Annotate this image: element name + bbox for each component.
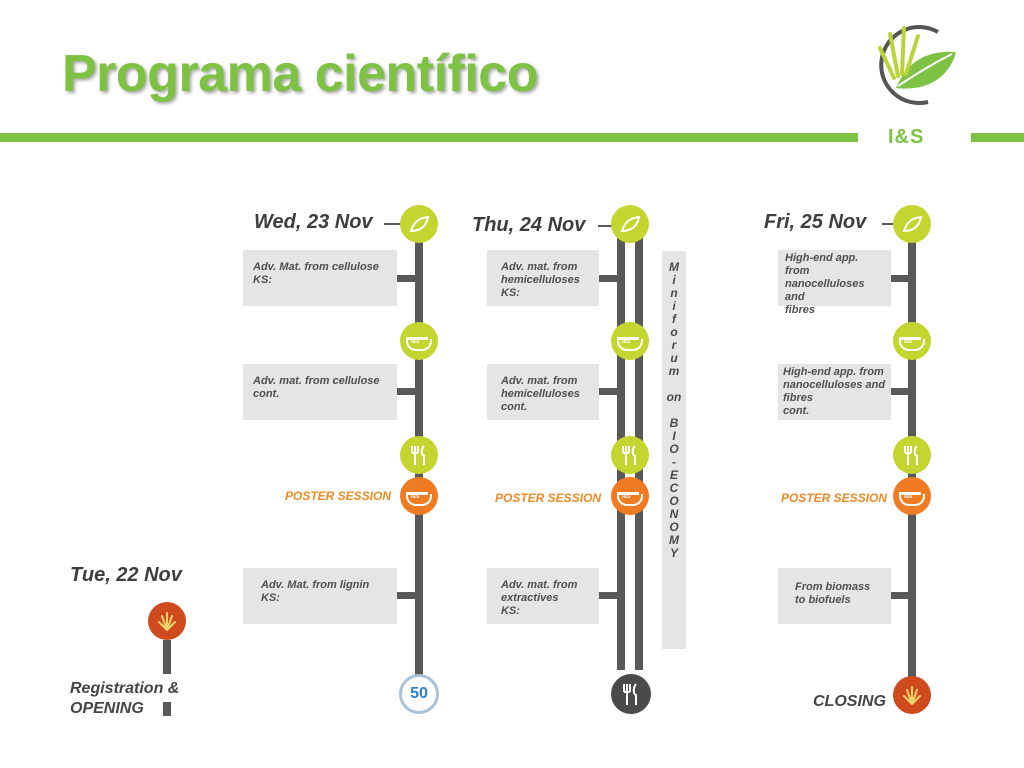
session-box: Adv. Mat. from lignin KS: (243, 568, 397, 624)
session-box: High-end app. from nanocelluloses and fi… (778, 250, 891, 316)
poster-session-label: POSTER SESSION (285, 489, 392, 503)
session-connector (397, 388, 415, 395)
leaf-logo-icon (878, 25, 956, 106)
dinner-icon (611, 674, 651, 714)
miniforum-letter: B (669, 416, 679, 430)
day-label-tue: Tue, 22 Nov (70, 564, 182, 586)
anniversary-logo-icon: 50 (399, 674, 439, 714)
miniforum-letter: i (672, 273, 676, 287)
session-connector (891, 388, 908, 395)
miniforum-letter: N (669, 507, 679, 521)
session-connector (397, 592, 415, 599)
leaf-icon (400, 205, 438, 243)
session-box: From biomass to biofuels (778, 568, 891, 624)
miniforum-letter: Y (669, 546, 678, 560)
header-divider-right (971, 133, 1024, 142)
logo-text: I&S (888, 126, 925, 148)
coffee-break-icon (400, 322, 438, 360)
poster-session-label: POSTER SESSION (495, 491, 602, 505)
day-connector-thu (598, 225, 614, 227)
day-connector-fri (882, 223, 898, 225)
leaf-icon (611, 205, 649, 243)
poster-session-label: POSTER SESSION (781, 491, 888, 505)
page-title: Programa científico (62, 45, 538, 103)
lunch-icon (400, 436, 438, 474)
miniforum-letter: C (669, 481, 679, 495)
leaf-icon (893, 205, 931, 243)
session-box: Adv. mat. from hemicelluloses KS: (487, 250, 599, 306)
miniforum-letter: O (669, 520, 679, 534)
header-divider (0, 133, 858, 142)
miniforum-letter: r (671, 338, 677, 352)
miniforum-letter: o (670, 325, 678, 339)
closing-label: CLOSING (813, 693, 886, 710)
session-box: Adv. mat. from hemicelluloses cont. (487, 364, 599, 420)
poster-coffee-icon (400, 477, 438, 515)
poster-coffee-icon (893, 477, 931, 515)
miniforum-letter: m (668, 364, 680, 378)
grass-icon (148, 602, 186, 640)
grass-icon (893, 676, 931, 714)
lunch-icon (611, 436, 649, 474)
day-connector-wed (384, 223, 404, 225)
session-box: Adv. mat. from cellulose cont. (243, 364, 397, 420)
miniforum-letter: O (669, 442, 679, 456)
session-connector (599, 388, 617, 395)
miniforum-letter: - (672, 455, 676, 469)
timeline-track-tue-end (163, 702, 171, 716)
session-box: Adv. mat. from extractives KS: (487, 568, 599, 624)
miniforum-letter: i (672, 299, 676, 313)
coffee-break-icon (893, 322, 931, 360)
session-connector (397, 275, 415, 282)
miniforum-banner: M i n i f o r u m on B I O - E C O N O M… (662, 251, 686, 649)
miniforum-letter: f (672, 312, 676, 326)
day-label-thu: Thu, 24 Nov (472, 214, 586, 236)
session-connector (891, 275, 908, 282)
miniforum-letter: M (669, 260, 679, 274)
session-connector (891, 592, 908, 599)
lunch-icon (893, 436, 931, 474)
session-box: Adv. Mat. from cellulose KS: (243, 250, 397, 306)
miniforum-letter: O (669, 494, 679, 508)
day-label-fri: Fri, 25 Nov (764, 211, 867, 233)
miniforum-letter: M (669, 533, 679, 547)
session-connector (599, 592, 617, 599)
miniforum-letter: on (666, 390, 682, 404)
miniforum-letter: E (669, 468, 678, 482)
poster-coffee-icon (611, 477, 649, 515)
miniforum-letter: n (670, 286, 678, 300)
miniforum-letter: I (672, 429, 676, 443)
miniforum-letter: u (670, 351, 678, 365)
session-connector (599, 275, 617, 282)
registration-opening-label: Registration & OPENING (70, 680, 180, 717)
session-box: High-end app. from nanocelluloses and fi… (778, 364, 891, 420)
coffee-break-icon (611, 322, 649, 360)
timeline-track-tue (163, 640, 171, 674)
day-label-wed: Wed, 23 Nov (254, 211, 373, 233)
